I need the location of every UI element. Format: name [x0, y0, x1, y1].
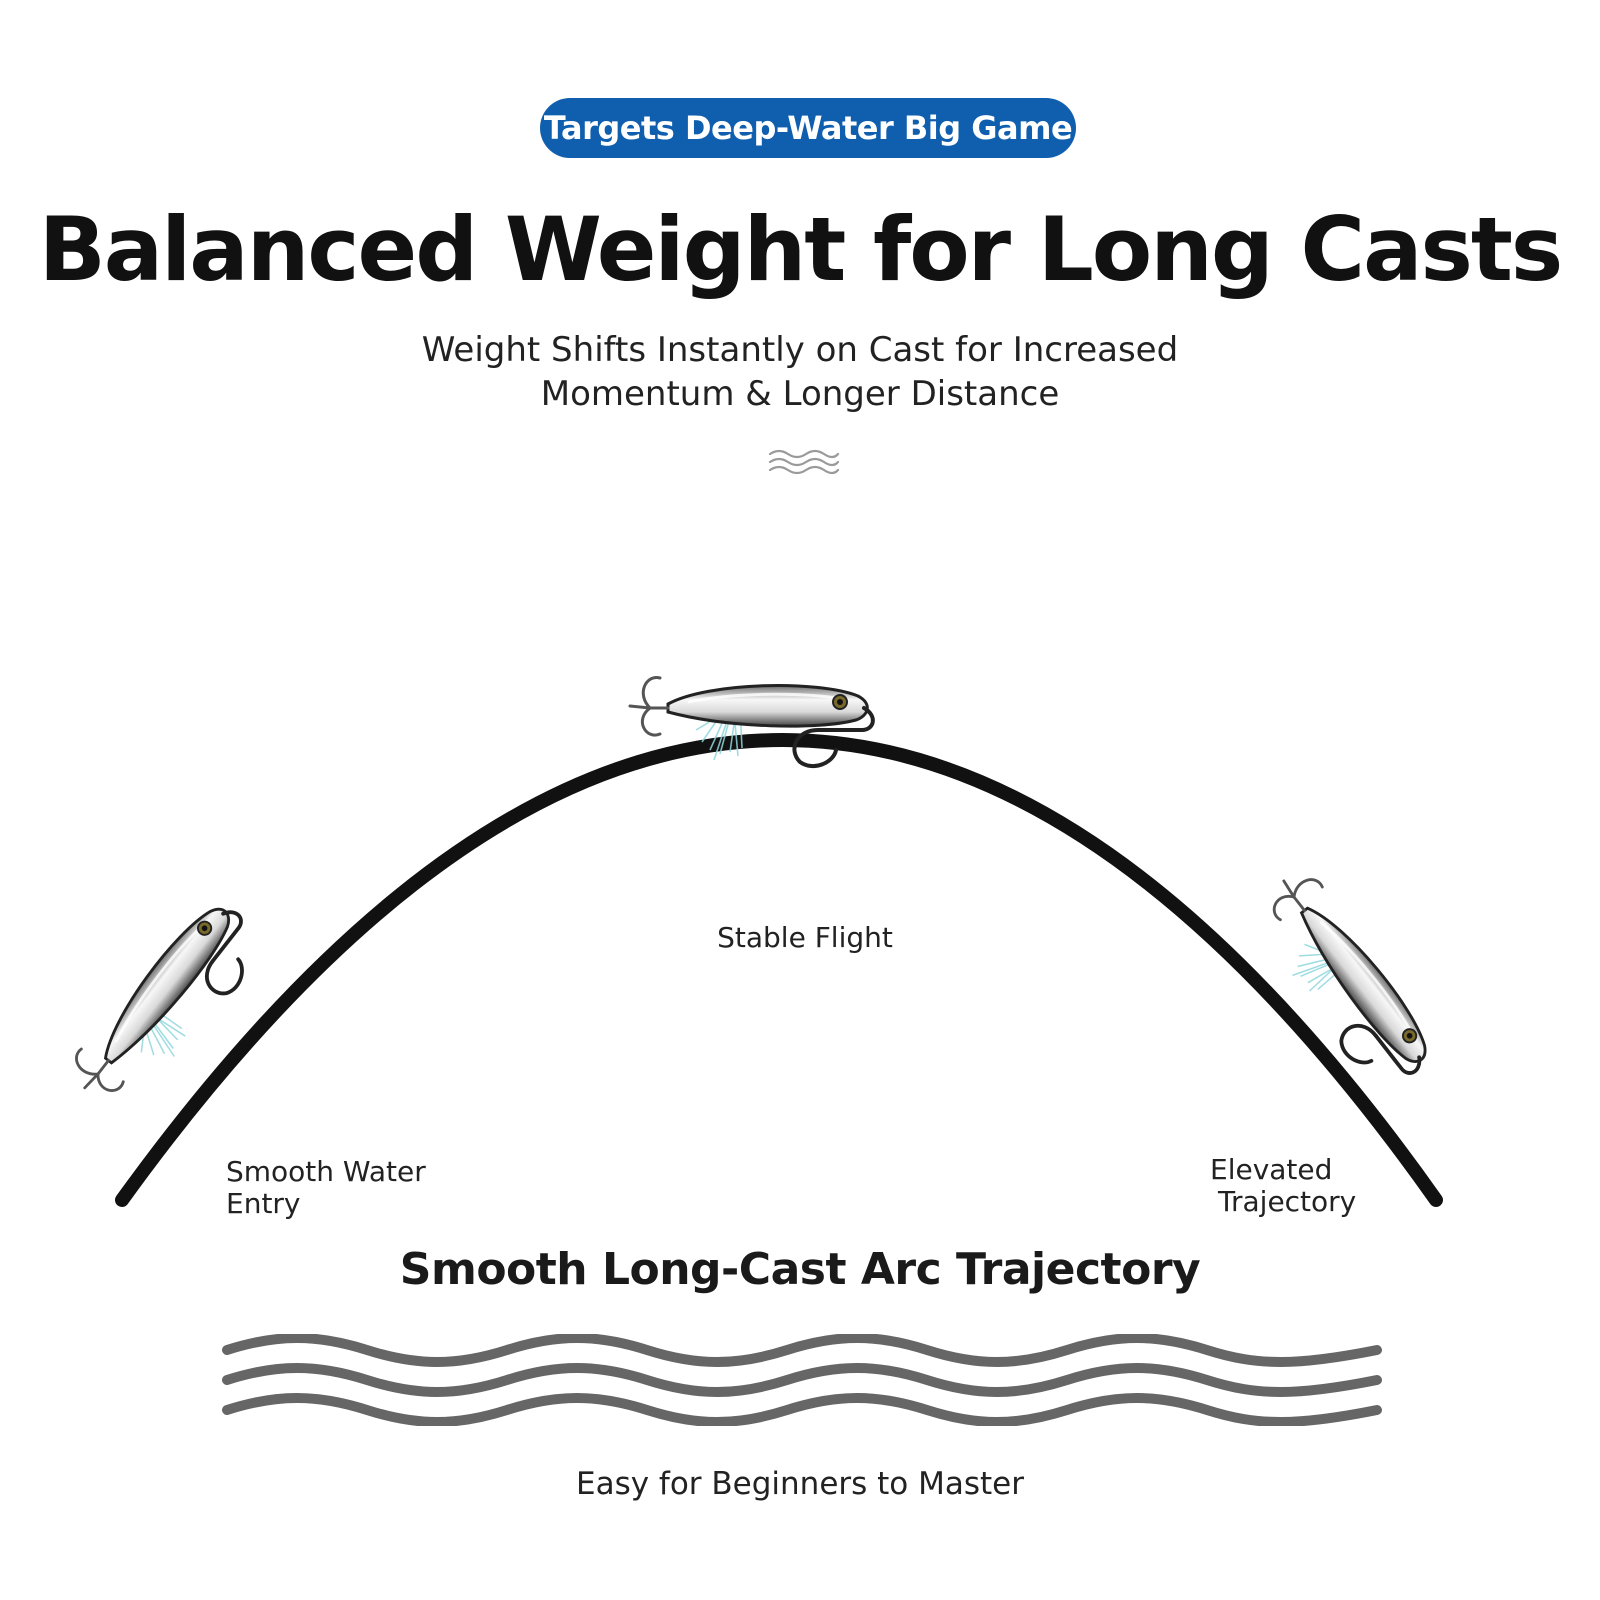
trajectory-arc	[115, 733, 1443, 1207]
lure-icon-right	[1236, 862, 1450, 1100]
small-wave-icon	[768, 449, 840, 475]
label-elevated-trajectory: Elevated Trajectory	[1210, 1154, 1430, 1218]
badge-deep-water: Targets Deep-Water Big Game	[540, 98, 1076, 158]
label-entry-line-1: Smooth Water	[226, 1155, 426, 1188]
page-title: Balanced Weight for Long Casts	[38, 198, 1564, 301]
label-entry-line-2: Entry	[226, 1187, 301, 1220]
subtitle: Weight Shifts Instantly on Cast for Incr…	[300, 328, 1300, 416]
label-stable-flight: Stable Flight	[717, 921, 893, 954]
label-elevated-line-1: Elevated	[1210, 1153, 1333, 1186]
subtitle-line-2: Momentum & Longer Distance	[540, 374, 1060, 414]
subtitle-line-1: Weight Shifts Instantly on Cast for Incr…	[421, 330, 1179, 370]
label-smooth-water-entry: Smooth Water Entry	[226, 1156, 486, 1220]
lure-icon-left	[61, 887, 274, 1125]
water-waves-icon	[222, 1334, 1382, 1426]
arc-trajectory-title: Smooth Long-Cast Arc Trajectory	[399, 1244, 1201, 1295]
label-elevated-line-2: Trajectory	[1218, 1185, 1357, 1218]
footer-text: Easy for Beginners to Master	[575, 1466, 1024, 1502]
